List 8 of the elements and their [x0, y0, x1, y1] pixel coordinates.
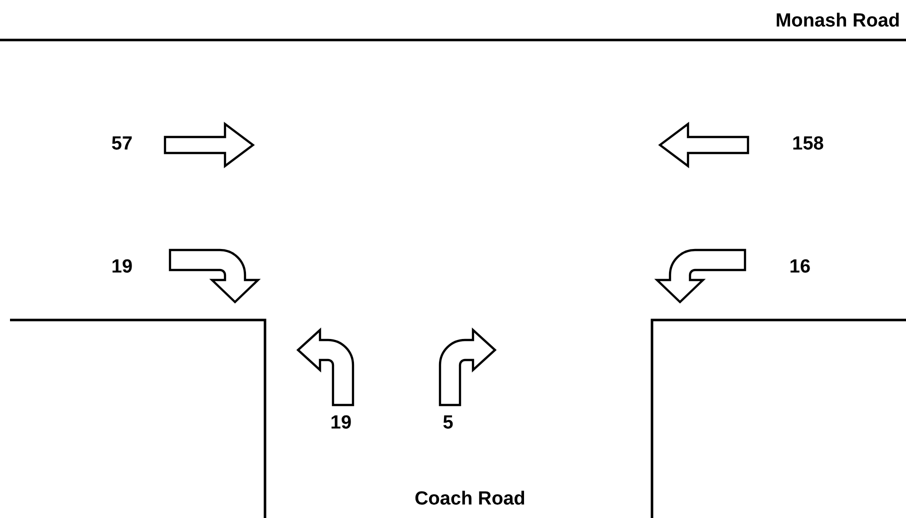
traffic-count: 5 — [442, 414, 454, 434]
traffic-count: 19 — [111, 258, 133, 278]
traffic-count: 57 — [111, 134, 133, 156]
traffic-count: 19 — [330, 414, 352, 434]
road-name: Monash Road — [775, 12, 900, 32]
traffic-count: 16 — [789, 258, 811, 278]
road-name: Coach Road — [414, 490, 526, 510]
traffic-count: 158 — [792, 134, 824, 156]
